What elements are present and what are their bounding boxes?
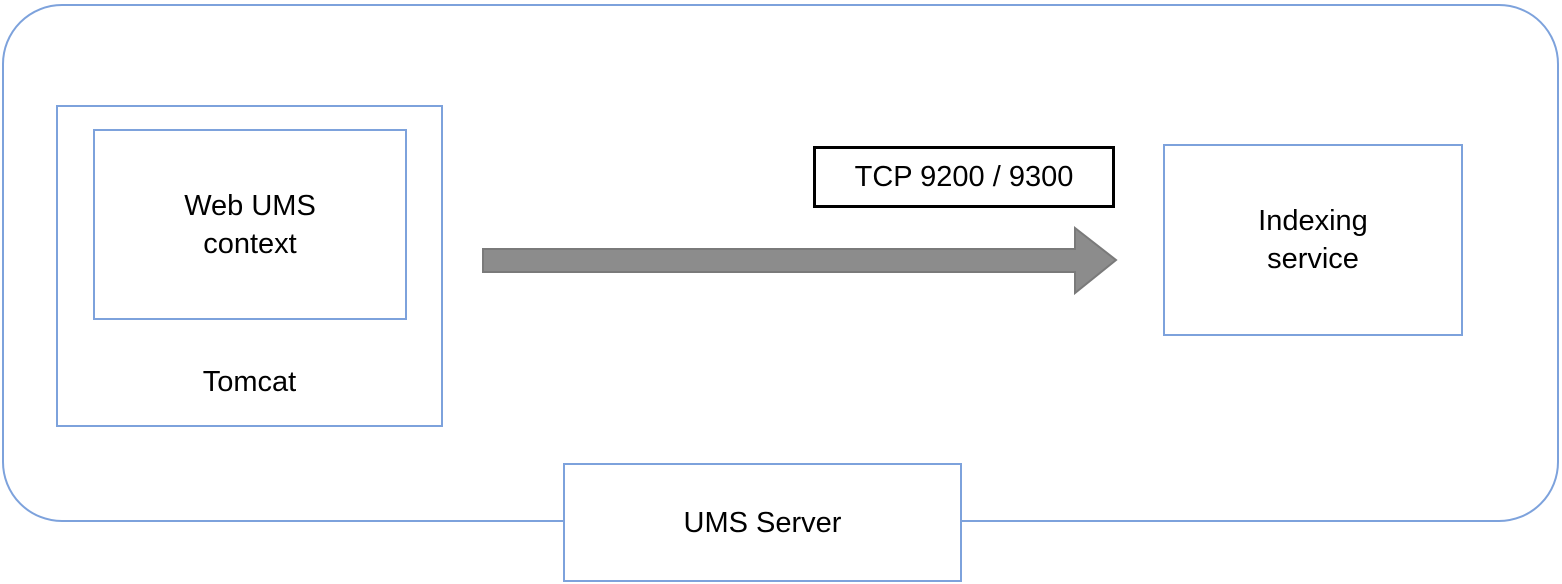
tomcat-label: Tomcat bbox=[202, 366, 297, 398]
tomcat-box: Web UMS context Tomcat bbox=[56, 105, 443, 427]
web-ums-context-box: Web UMS context bbox=[93, 129, 407, 320]
ums-server-box: UMS Server bbox=[563, 463, 962, 582]
tcp-port-label-box: TCP 9200 / 9300 bbox=[813, 146, 1115, 208]
indexing-service-label: Indexing service bbox=[1258, 205, 1368, 275]
indexing-service-box: Indexing service bbox=[1163, 144, 1463, 336]
tcp-port-label: TCP 9200 / 9300 bbox=[854, 161, 1074, 193]
web-ums-context-label: Web UMS context bbox=[184, 189, 316, 260]
ums-server-label: UMS Server bbox=[683, 506, 842, 539]
